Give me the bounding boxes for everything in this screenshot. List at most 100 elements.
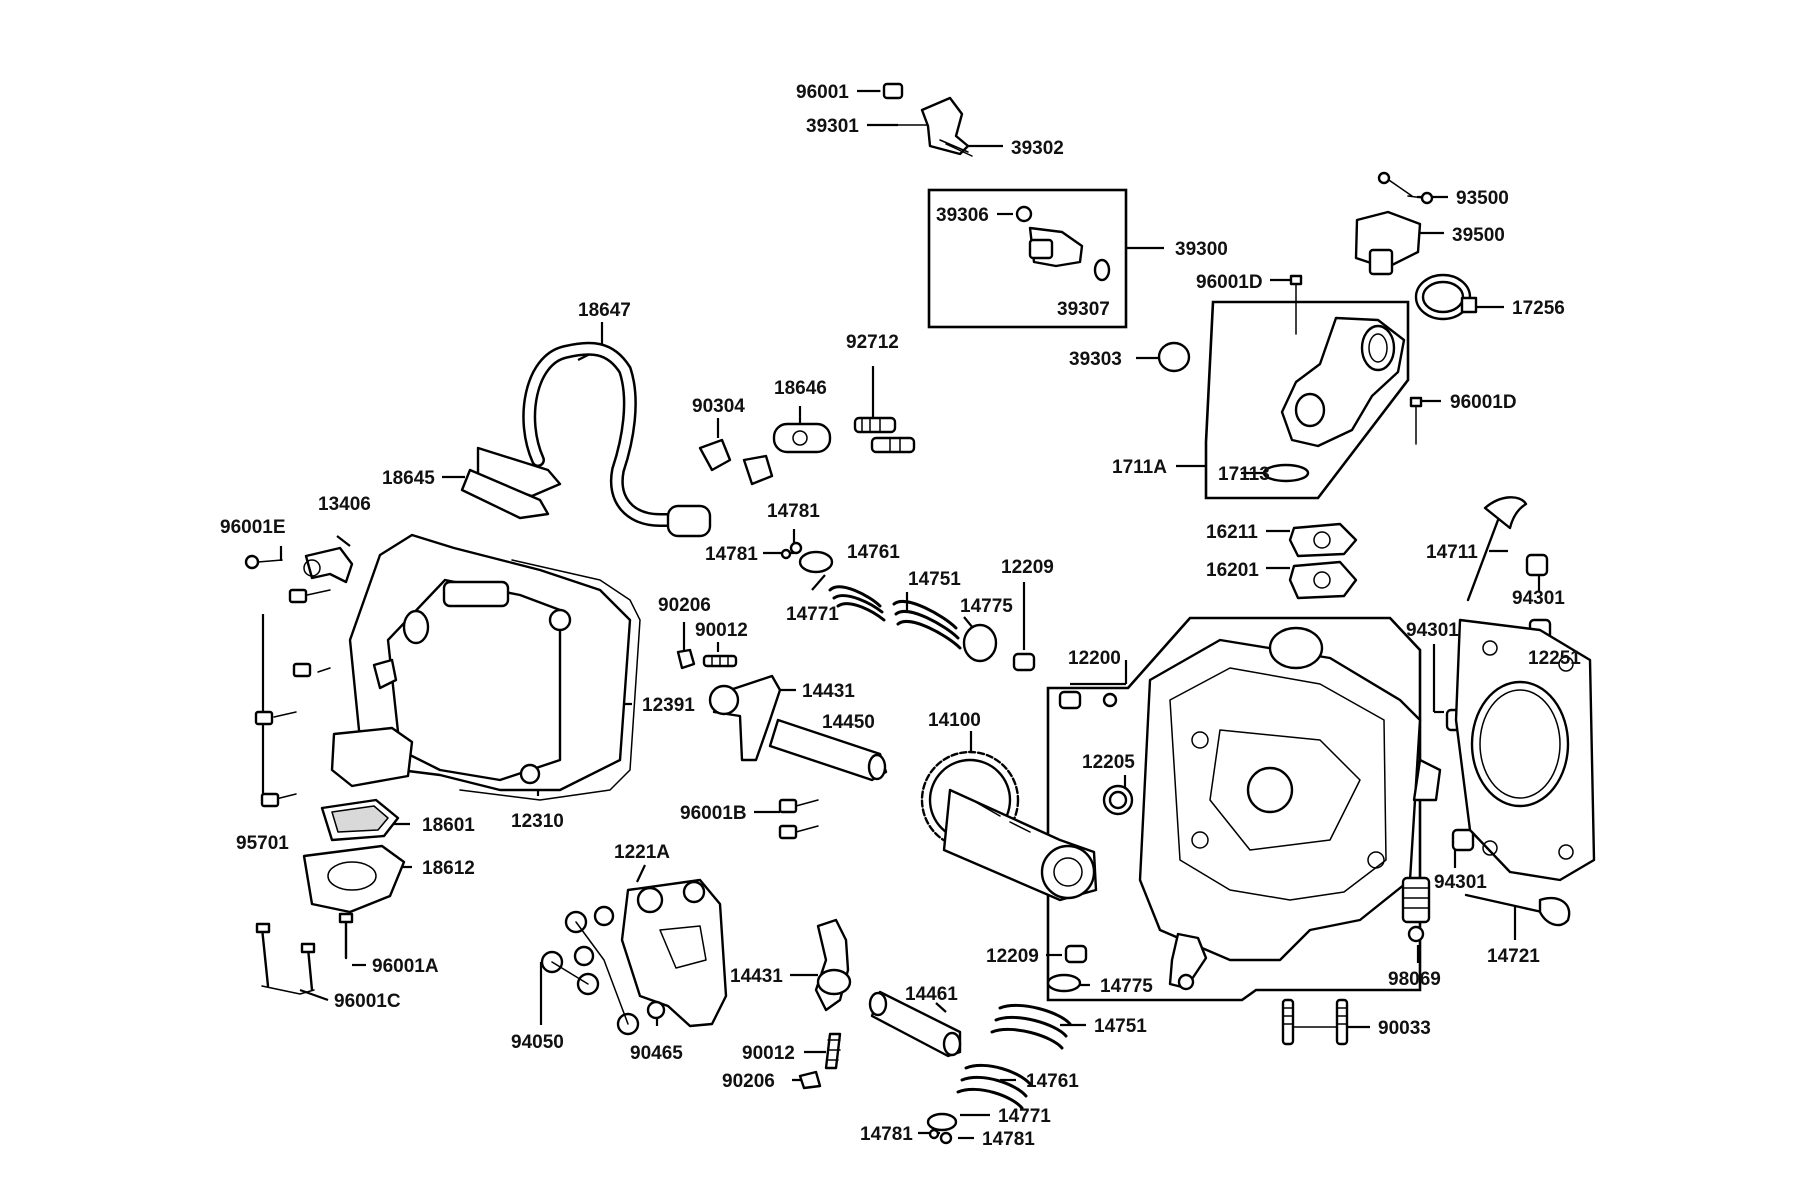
label-90012-bot: 90012 bbox=[742, 1043, 795, 1064]
leader-lines bbox=[261, 89, 1541, 1140]
stud-92712-part bbox=[853, 416, 916, 454]
label-12310: 12310 bbox=[511, 811, 564, 832]
label-12251: 12251 bbox=[1528, 648, 1581, 669]
label-90033: 90033 bbox=[1378, 1018, 1431, 1039]
cylinder-head-kit-box bbox=[1046, 616, 1422, 1002]
label-14781-a: 14781 bbox=[767, 501, 820, 522]
label-39302: 39302 bbox=[1011, 138, 1064, 159]
label-90304: 90304 bbox=[692, 396, 745, 417]
label-14751-bot: 14751 bbox=[1094, 1016, 1147, 1037]
label-96001E: 96001E bbox=[220, 517, 286, 538]
map-sensor-part bbox=[1354, 171, 1434, 276]
dowel-pin-part bbox=[1168, 932, 1208, 991]
cylinder-head-cover-part bbox=[330, 533, 641, 801]
label-17256: 17256 bbox=[1512, 298, 1565, 319]
injector-holder-part bbox=[871, 82, 973, 157]
label-18646: 18646 bbox=[774, 378, 827, 399]
label-94301-b: 94301 bbox=[1406, 620, 1459, 641]
gasket-18601-part bbox=[320, 798, 400, 842]
label-90465: 90465 bbox=[630, 1043, 683, 1064]
bolts-96001A-96001C-part bbox=[255, 912, 354, 995]
part-labels: 96001 39301 39302 39306 39300 39307 3930… bbox=[220, 82, 1581, 1150]
injector-kit-box bbox=[927, 188, 1128, 329]
label-12209-top: 12209 bbox=[1001, 557, 1054, 578]
label-14775-top: 14775 bbox=[960, 596, 1013, 617]
label-1221A: 1221A bbox=[614, 842, 670, 863]
label-16201: 16201 bbox=[1206, 560, 1259, 581]
label-39300: 39300 bbox=[1175, 239, 1228, 260]
oil-breather-pipe-part bbox=[460, 341, 712, 538]
label-94301-c: 94301 bbox=[1434, 872, 1487, 893]
top-adjuster-90206-90012-part bbox=[676, 648, 738, 670]
adjuster-90012-90206-part bbox=[798, 1032, 842, 1090]
throttle-body-part bbox=[1262, 274, 1423, 483]
bracket-13406-part bbox=[303, 546, 354, 584]
label-90206-bot: 90206 bbox=[722, 1071, 775, 1092]
head-gasket-12251-part bbox=[1454, 618, 1596, 882]
label-12200: 12200 bbox=[1068, 648, 1121, 669]
label-14100: 14100 bbox=[928, 710, 981, 731]
label-90206-top: 90206 bbox=[658, 595, 711, 616]
manifold-flange-gaskets-part bbox=[1288, 522, 1358, 600]
label-39303: 39303 bbox=[1069, 349, 1122, 370]
label-18601: 18601 bbox=[422, 815, 475, 836]
label-39301: 39301 bbox=[806, 116, 859, 137]
label-39307: 39307 bbox=[1057, 299, 1110, 320]
label-14775-bot: 14775 bbox=[1100, 976, 1153, 997]
label-16211: 16211 bbox=[1206, 522, 1258, 543]
plugs-12200-part bbox=[1058, 690, 1118, 710]
label-18645: 18645 bbox=[382, 468, 435, 489]
valve-springs-bottom-part bbox=[926, 944, 1088, 1145]
camshaft-sprocket-14100-part bbox=[920, 750, 1098, 902]
label-96001A: 96001A bbox=[372, 956, 439, 977]
rocker-arm-14431-part bbox=[814, 918, 852, 1012]
label-96001D-b: 96001D bbox=[1450, 392, 1517, 413]
rocker-shaft-14450-part bbox=[768, 718, 888, 782]
label-93500: 93500 bbox=[1456, 188, 1509, 209]
label-96001-top: 96001 bbox=[796, 82, 849, 103]
label-92712: 92712 bbox=[846, 332, 899, 353]
intake-valve-14711-part bbox=[1466, 496, 1528, 602]
label-98069: 98069 bbox=[1388, 969, 1441, 990]
fuel-injector-part bbox=[1015, 205, 1111, 282]
shim-holder-14431-part bbox=[708, 674, 782, 762]
label-94050: 94050 bbox=[511, 1032, 564, 1053]
nuts-washers-94050-90465-part bbox=[540, 905, 666, 1036]
label-14771-top: 14771 bbox=[786, 604, 839, 625]
label-96001C: 96001C bbox=[334, 991, 401, 1012]
label-14771-bot: 14771 bbox=[998, 1106, 1051, 1127]
label-14721: 14721 bbox=[1487, 946, 1540, 967]
label-14450: 14450 bbox=[822, 712, 875, 733]
label-14761-bot: 14761 bbox=[1026, 1071, 1079, 1092]
intake-manifold-kit-box bbox=[1204, 300, 1410, 500]
plug-12205-part bbox=[1102, 784, 1134, 816]
label-94301-a: 94301 bbox=[1512, 588, 1565, 609]
label-17113: 17113 bbox=[1218, 464, 1270, 485]
label-18612: 18612 bbox=[422, 858, 475, 879]
label-14461: 14461 bbox=[905, 984, 958, 1005]
o-ring-39303-part bbox=[1157, 341, 1191, 373]
label-39500: 39500 bbox=[1452, 225, 1505, 246]
label-96001D-a: 96001D bbox=[1196, 272, 1263, 293]
label-96001B: 96001B bbox=[680, 803, 747, 824]
rocker-shaft-14461-part bbox=[868, 990, 962, 1058]
hose-clamp-part bbox=[1414, 273, 1478, 321]
label-1711A: 1711A bbox=[1112, 457, 1167, 478]
label-14781-b: 14781 bbox=[705, 544, 758, 565]
label-90012-top: 90012 bbox=[695, 620, 748, 641]
cylinder-head-12200-part bbox=[1138, 626, 1442, 962]
label-12209-bot: 12209 bbox=[986, 946, 1039, 967]
label-12391: 12391 bbox=[642, 695, 695, 716]
label-18647: 18647 bbox=[578, 300, 631, 321]
label-39306: 39306 bbox=[936, 205, 989, 226]
label-14781-c: 14781 bbox=[982, 1129, 1035, 1150]
label-14711: 14711 bbox=[1426, 542, 1478, 563]
label-14781-d: 14781 bbox=[860, 1124, 913, 1145]
bolts-95701-part bbox=[244, 554, 331, 808]
cap-nut-90304-part bbox=[698, 438, 774, 486]
label-14751-top: 14751 bbox=[908, 569, 961, 590]
label-14761-top: 14761 bbox=[847, 542, 900, 563]
housing-18612-part bbox=[302, 844, 406, 914]
rocker-arm-holder-1221A-part bbox=[620, 878, 728, 1028]
